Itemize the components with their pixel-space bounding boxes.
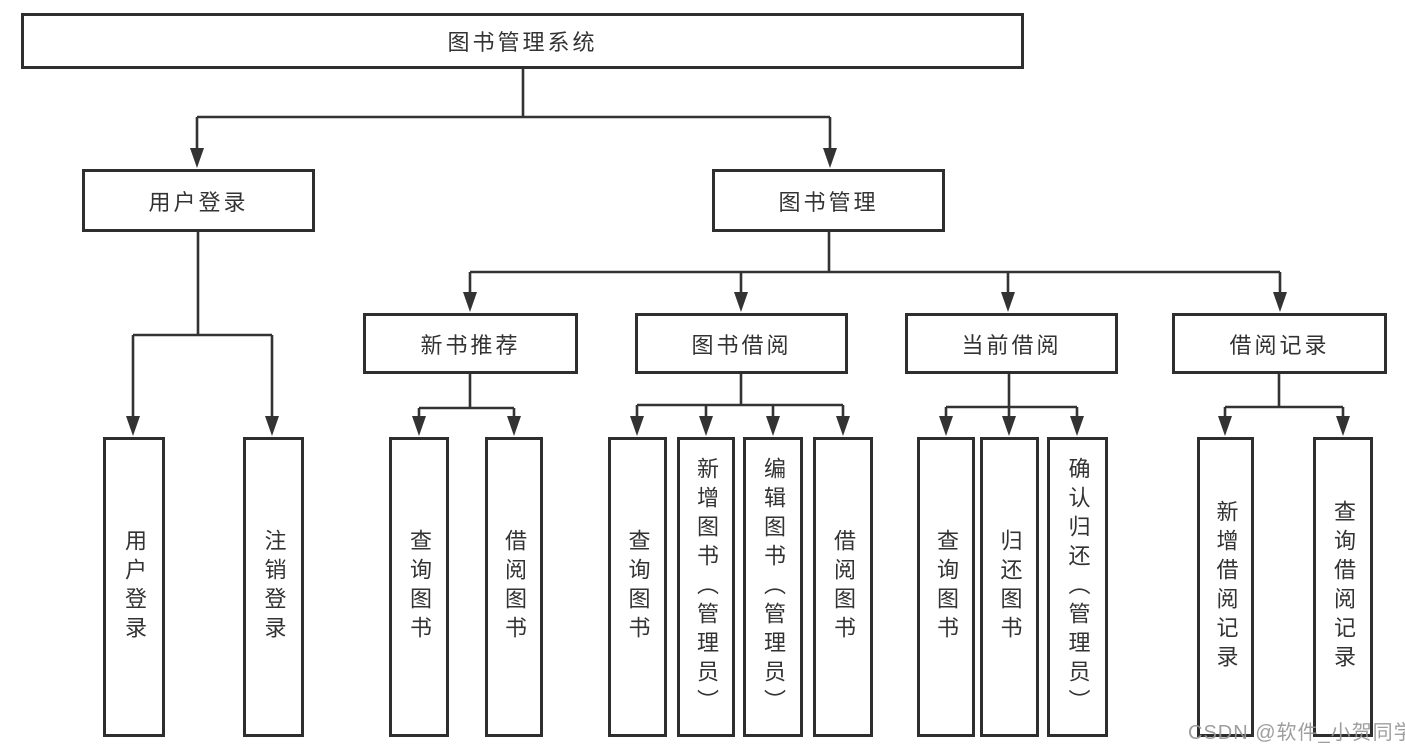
node-user-login-label: 用户登录 — [148, 189, 249, 215]
node-book-mgmt: 图书管理 — [712, 169, 945, 232]
node-leaf-bb-edit: 编辑图书（管理员） — [743, 437, 803, 737]
node-leaf-bb-query-label: 查询图书 — [625, 529, 651, 645]
node-leaf-cb-query: 查询图书 — [917, 437, 975, 737]
node-book-mgmt-label: 图书管理 — [778, 189, 879, 215]
connector-new-book-rec-to-leaves — [412, 374, 521, 436]
connector-current-borrow-to-leaves — [939, 374, 1084, 436]
node-leaf-bb-query: 查询图书 — [608, 437, 667, 737]
connector-book-mgmt-to-level3 — [463, 232, 1287, 312]
node-borrow-records: 借阅记录 — [1172, 313, 1387, 374]
node-leaf-user-login-label: 用户登录 — [122, 529, 147, 645]
node-current-borrow-label: 当前借阅 — [961, 332, 1062, 358]
node-new-book-rec: 新书推荐 — [363, 313, 578, 374]
node-leaf-cb-confirm-label: 确认归还（管理员） — [1065, 456, 1091, 718]
node-leaf-br-query: 查询借阅记录 — [1313, 437, 1373, 737]
connector-book-borrow-to-leaves — [630, 374, 850, 436]
node-leaf-cb-query-label: 查询图书 — [934, 529, 959, 645]
node-leaf-bb-borrow-label: 借阅图书 — [831, 529, 856, 645]
node-book-borrow-label: 图书借阅 — [691, 332, 792, 358]
node-leaf-nbr-borrow: 借阅图书 — [485, 437, 543, 737]
csdn-watermark: CSDN @软件_小贺同学 — [1188, 722, 1405, 744]
node-leaf-bb-edit-label: 编辑图书（管理员） — [761, 456, 786, 718]
node-leaf-br-query-label: 查询借阅记录 — [1331, 500, 1356, 674]
node-leaf-bb-add: 新增图书（管理员） — [677, 437, 735, 737]
connector-user-login-to-leaves — [126, 232, 279, 436]
node-leaf-cb-return-label: 归还图书 — [997, 529, 1023, 645]
node-leaf-bb-borrow: 借阅图书 — [813, 437, 873, 737]
node-leaf-br-add-label: 新增借阅记录 — [1213, 500, 1239, 674]
node-leaf-br-add: 新增借阅记录 — [1197, 437, 1254, 737]
node-user-login: 用户登录 — [82, 169, 315, 232]
node-leaf-nbr-query: 查询图书 — [389, 437, 449, 737]
node-leaf-cb-return: 归还图书 — [980, 437, 1039, 737]
node-root: 图书管理系统 — [21, 13, 1024, 69]
connector-borrow-records-to-leaves — [1218, 374, 1350, 436]
node-leaf-user-login: 用户登录 — [103, 437, 165, 737]
node-leaf-bb-add-label: 新增图书（管理员） — [694, 456, 719, 718]
node-current-borrow: 当前借阅 — [905, 313, 1118, 374]
node-new-book-rec-label: 新书推荐 — [420, 332, 521, 358]
node-borrow-records-label: 借阅记录 — [1229, 332, 1330, 358]
node-leaf-logout: 注销登录 — [243, 437, 304, 737]
connector-root-to-level2 — [190, 69, 837, 168]
node-leaf-cb-confirm: 确认归还（管理员） — [1047, 437, 1108, 737]
node-book-borrow: 图书借阅 — [635, 313, 848, 374]
node-root-label: 图书管理系统 — [447, 30, 598, 55]
node-leaf-nbr-query-label: 查询图书 — [407, 529, 432, 645]
node-leaf-logout-label: 注销登录 — [261, 529, 287, 645]
node-leaf-nbr-borrow-label: 借阅图书 — [502, 529, 527, 645]
